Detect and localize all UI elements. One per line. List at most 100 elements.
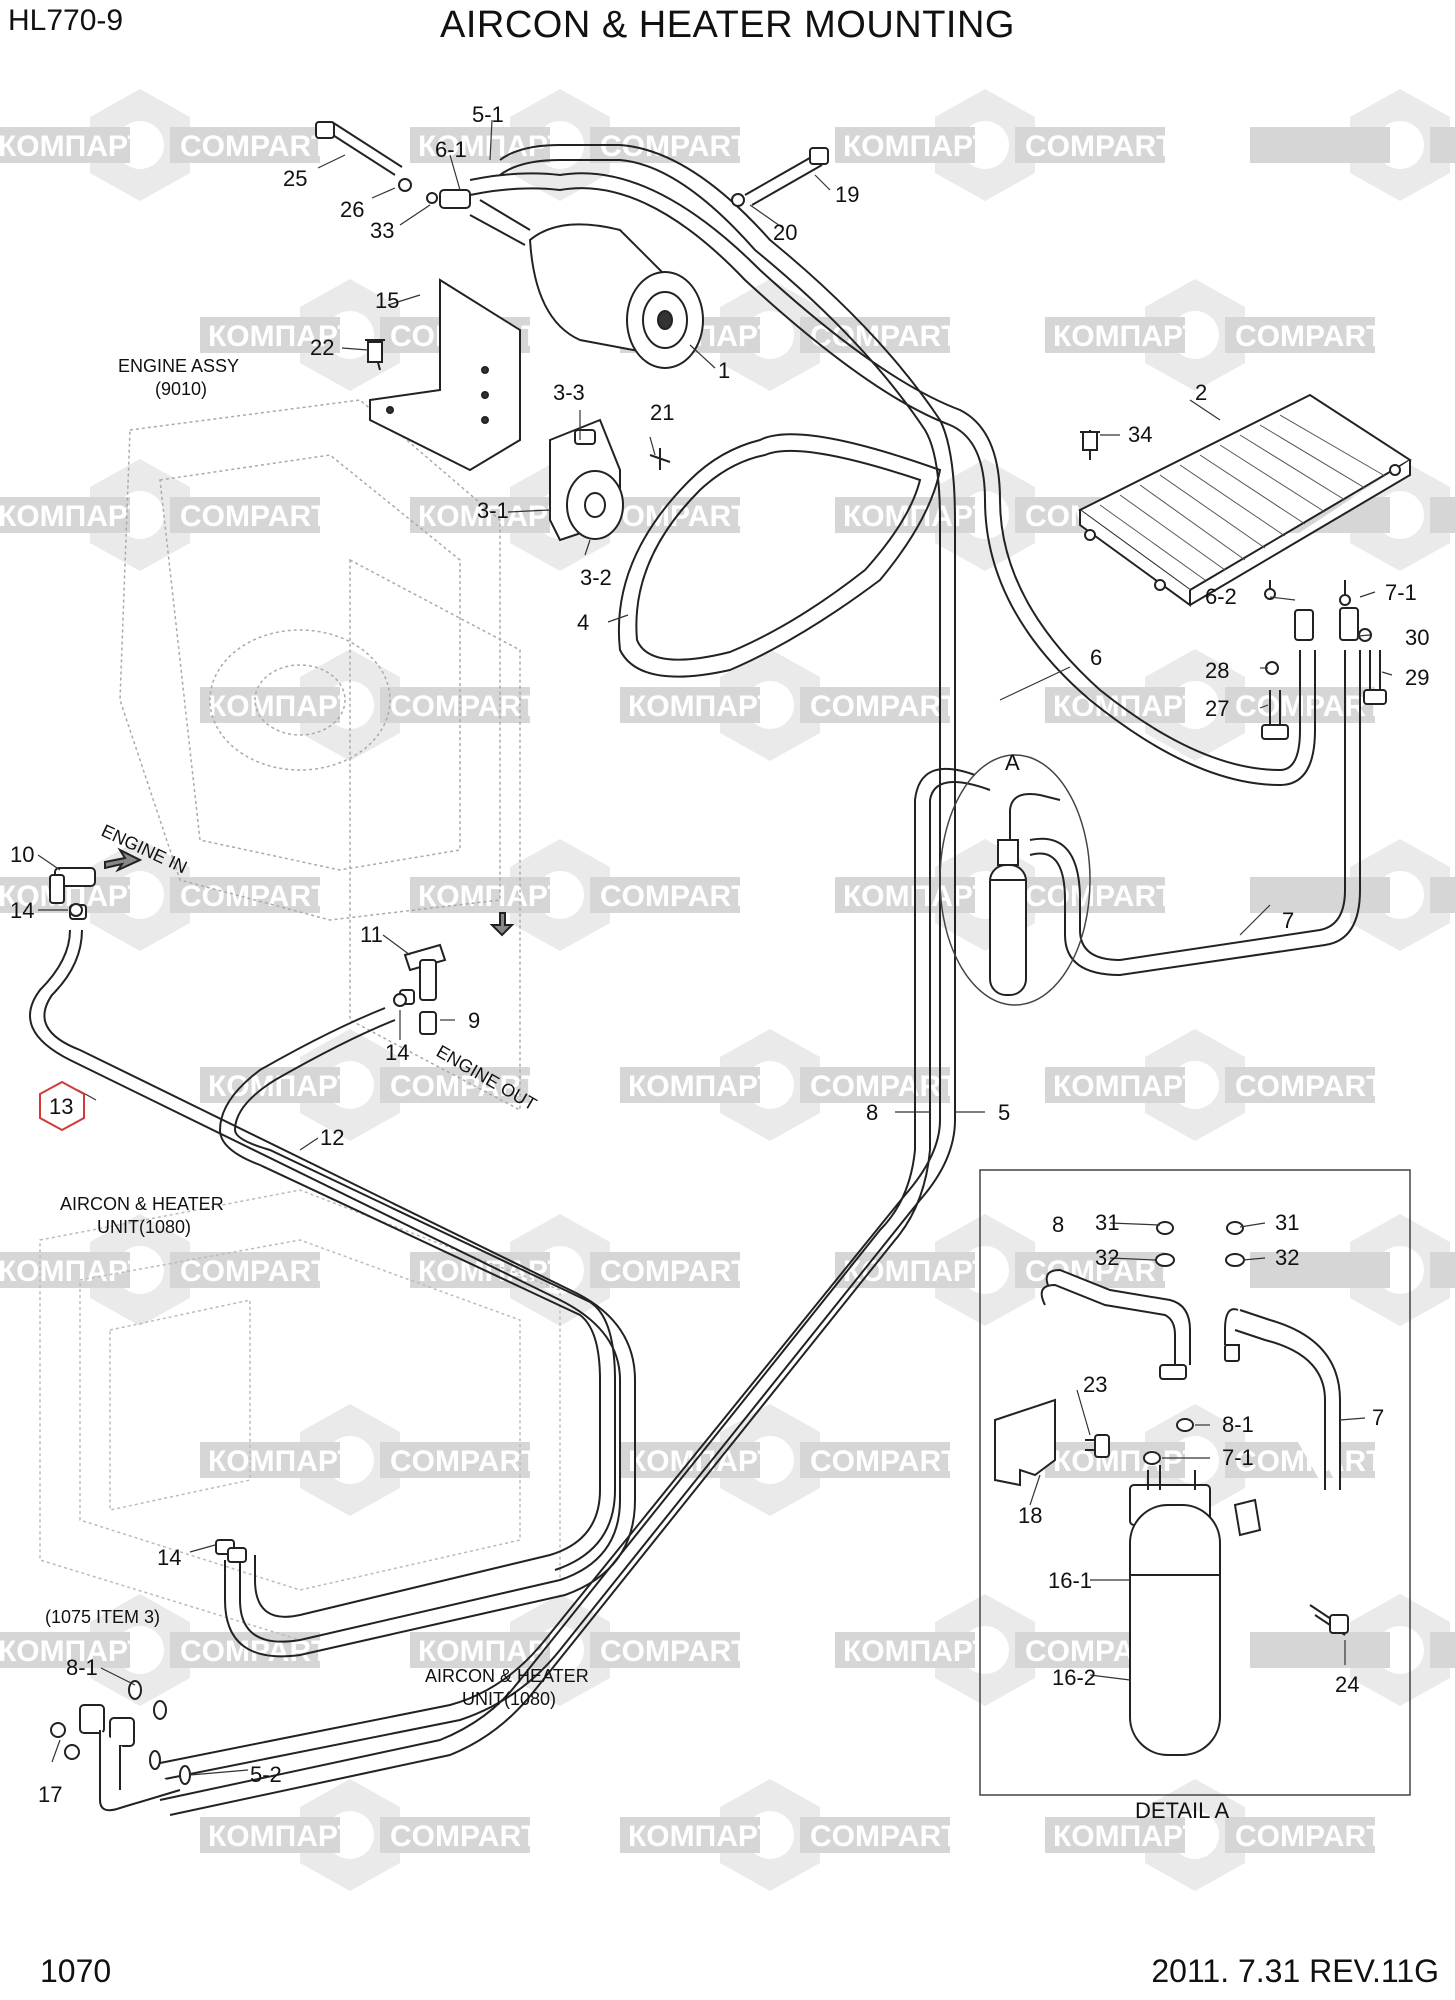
detail-callout-16-1: 16-1 bbox=[1048, 1568, 1092, 1593]
svg-text:КОМПАРТ: КОМПАРТ bbox=[0, 1635, 146, 1668]
detail-callout-31-a: 31 bbox=[1095, 1210, 1119, 1235]
aircon-unit-label-2: AIRCON & HEATER bbox=[425, 1666, 589, 1686]
svg-text:COMPART: COMPART bbox=[390, 1070, 539, 1103]
svg-text:КОМПАРТ: КОМПАРТ bbox=[843, 1255, 991, 1288]
detail-callout-7: 7 bbox=[1372, 1405, 1384, 1430]
callout-8-1-b: 8-1 bbox=[66, 1655, 98, 1680]
svg-text:КОМПАРТ: КОМПАРТ bbox=[418, 880, 566, 913]
detail-a bbox=[979, 1169, 1411, 1796]
callout-33: 33 bbox=[370, 218, 394, 243]
svg-text:КОМПАРТ: КОМПАРТ bbox=[418, 1255, 566, 1288]
callout-21: 21 bbox=[650, 400, 674, 425]
callout-26: 26 bbox=[340, 197, 364, 222]
svg-text:COMPART: COMPART bbox=[600, 500, 749, 533]
callout-22: 22 bbox=[310, 335, 334, 360]
svg-text:COMPART: COMPART bbox=[600, 130, 749, 163]
part-callouts: 25 26 33 5-1 6-1 19 20 15 22 1 2 34 3-3 … bbox=[10, 102, 1429, 1807]
callout-7-1: 7-1 bbox=[1385, 580, 1417, 605]
leader-lines bbox=[37, 119, 1393, 1776]
aircon-unit-ref: UNIT(1080) bbox=[97, 1217, 191, 1237]
callout-9: 9 bbox=[468, 1008, 480, 1033]
svg-text:COMPART: COMPART bbox=[390, 1820, 539, 1853]
svg-text:COMPART: COMPART bbox=[600, 1255, 749, 1288]
page-title: AIRCON & HEATER MOUNTING bbox=[440, 4, 1015, 46]
svg-text:COMPART: COMPART bbox=[1235, 1070, 1384, 1103]
svg-text:КОМПАРТ: КОМПАРТ bbox=[0, 130, 146, 163]
svg-text:COMPART: COMPART bbox=[600, 880, 749, 913]
detail-a-title: DETAIL A bbox=[1135, 1798, 1229, 1823]
svg-text:КОМПАРТ: КОМПАРТ bbox=[208, 1820, 356, 1853]
aircon-unit-ref-2: UNIT(1080) bbox=[462, 1689, 556, 1709]
model-code: HL770-9 bbox=[8, 4, 124, 37]
svg-text:COMPART: COMPART bbox=[180, 500, 329, 533]
svg-text:COMPART: COMPART bbox=[810, 1070, 959, 1103]
svg-text:КОМПАРТ: КОМПАРТ bbox=[208, 1445, 356, 1478]
svg-text:COMPART: COMPART bbox=[810, 690, 959, 723]
svg-text:КОМПАРТ: КОМПАРТ bbox=[208, 320, 356, 353]
receiver-drier bbox=[939, 754, 1091, 1006]
callout-14-b: 14 bbox=[385, 1040, 409, 1065]
callout-2: 2 bbox=[1195, 380, 1207, 405]
callout-13-marker: 13 bbox=[39, 1080, 85, 1132]
svg-text:COMPART: COMPART bbox=[810, 1820, 959, 1853]
callout-5-1: 5-1 bbox=[472, 102, 504, 127]
engine-assy-ref: (9010) bbox=[155, 379, 207, 399]
callout-17: 17 bbox=[38, 1782, 62, 1807]
callout-20: 20 bbox=[773, 220, 797, 245]
svg-text:КОМПАРТ: КОМПАРТ bbox=[418, 500, 566, 533]
svg-text:COMPART: COMPART bbox=[600, 1635, 749, 1668]
detail-callout-32-b: 32 bbox=[1275, 1245, 1299, 1270]
svg-text:КОМПАРТ: КОМПАРТ bbox=[418, 1635, 566, 1668]
callout-27: 27 bbox=[1205, 696, 1229, 721]
svg-text:КОМПАРТ: КОМПАРТ bbox=[843, 130, 991, 163]
svg-text:COMPART: COMPART bbox=[1235, 320, 1384, 353]
callout-3-1: 3-1 bbox=[477, 498, 509, 523]
compressor-bracket bbox=[369, 278, 521, 472]
hoses bbox=[29, 144, 1361, 1816]
detail-callout-24: 24 bbox=[1335, 1672, 1359, 1697]
idler-pulley bbox=[549, 418, 624, 542]
compressor bbox=[439, 189, 704, 369]
callout-25: 25 bbox=[283, 166, 307, 191]
callout-13: 13 bbox=[49, 1094, 73, 1119]
svg-text:КОМПАРТ: КОМПАРТ bbox=[1053, 690, 1201, 723]
detail-callout-18: 18 bbox=[1018, 1503, 1042, 1528]
detail-marker: A bbox=[1005, 750, 1020, 775]
svg-text:COMPART: COMPART bbox=[180, 130, 329, 163]
svg-text:КОМПАРТ: КОМПАРТ bbox=[843, 880, 991, 913]
svg-text:КОМПАРТ: КОМПАРТ bbox=[628, 690, 776, 723]
svg-text:КОМПАРТ: КОМПАРТ bbox=[1053, 1820, 1201, 1853]
detail-callout-8: 8 bbox=[1052, 1212, 1064, 1237]
callout-4: 4 bbox=[577, 610, 589, 635]
revision-date: 2011. 7.31 REV.11G bbox=[1151, 1953, 1439, 1989]
detail-callout-7-1: 7-1 bbox=[1222, 1445, 1254, 1470]
callout-1: 1 bbox=[718, 358, 730, 383]
aircon-unit-outline bbox=[39, 1189, 561, 1641]
svg-text:КОМПАРТ: КОМПАРТ bbox=[1053, 1445, 1201, 1478]
svg-text:КОМПАРТ: КОМПАРТ bbox=[0, 500, 146, 533]
page-number: 1070 bbox=[40, 1953, 112, 1989]
callout-15: 15 bbox=[375, 288, 399, 313]
callout-5: 5 bbox=[998, 1100, 1010, 1125]
callout-5-2: 5-2 bbox=[250, 1762, 282, 1787]
svg-text:КОМПАРТ: КОМПАРТ bbox=[843, 1635, 991, 1668]
aircon-unit-label: AIRCON & HEATER bbox=[60, 1194, 224, 1214]
callout-6-2: 6-2 bbox=[1205, 584, 1237, 609]
engine-assy-label: ENGINE ASSY bbox=[118, 356, 239, 376]
svg-text:КОМПАРТ: КОМПАРТ bbox=[628, 1820, 776, 1853]
callout-28: 28 bbox=[1205, 658, 1229, 683]
svg-text:КОМПАРТ: КОМПАРТ bbox=[208, 690, 356, 723]
callout-14-c: 14 bbox=[157, 1545, 181, 1570]
detail-callout-31-b: 31 bbox=[1275, 1210, 1299, 1235]
callout-7: 7 bbox=[1282, 908, 1294, 933]
svg-text:COMPART: COMPART bbox=[1235, 690, 1384, 723]
detail-callout-8-1: 8-1 bbox=[1222, 1412, 1254, 1437]
callout-11: 11 bbox=[360, 922, 383, 947]
svg-text:КОМПАРТ: КОМПАРТ bbox=[628, 1070, 776, 1103]
svg-text:COMPART: COMPART bbox=[180, 1255, 329, 1288]
callout-6: 6 bbox=[1090, 645, 1102, 670]
svg-text:COMPART: COMPART bbox=[390, 690, 539, 723]
detail-callout-16-2: 16-2 bbox=[1052, 1665, 1096, 1690]
drive-belt bbox=[617, 433, 942, 678]
